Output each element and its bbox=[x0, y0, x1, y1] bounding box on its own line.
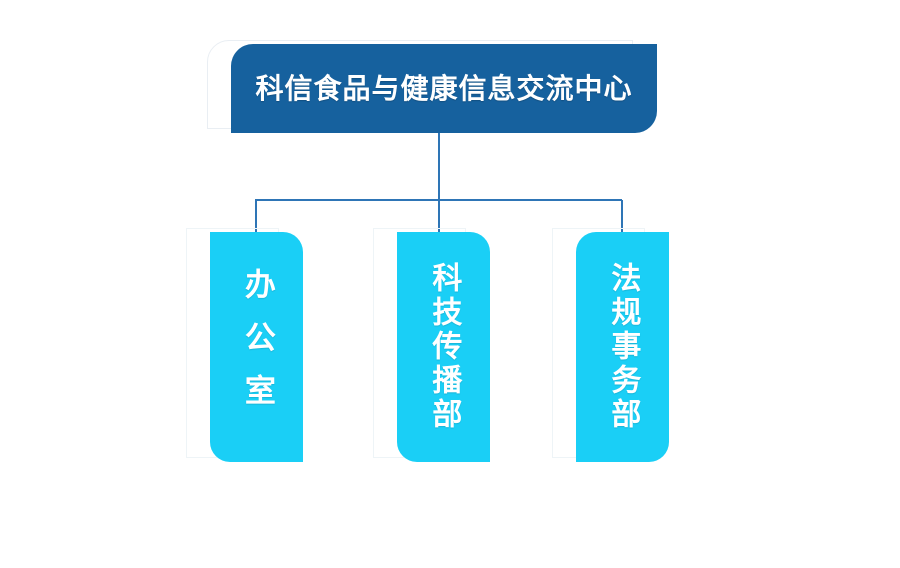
root-node-label: 科信食品与健康信息交流中心 bbox=[255, 72, 633, 104]
child-node-office[interactable]: 办公室 bbox=[210, 232, 303, 462]
child-node-regulatory-affairs-label: 法规事务部 bbox=[606, 262, 640, 432]
root-node-center[interactable]: 科信食品与健康信息交流中心 bbox=[231, 44, 657, 133]
child-node-sci-tech-communication[interactable]: 科技传播部 bbox=[397, 232, 490, 462]
child-node-regulatory-affairs[interactable]: 法规事务部 bbox=[576, 232, 669, 462]
child-node-office-label: 办公室 bbox=[239, 267, 275, 427]
child-node-sci-tech-communication-label: 科技传播部 bbox=[427, 262, 461, 432]
